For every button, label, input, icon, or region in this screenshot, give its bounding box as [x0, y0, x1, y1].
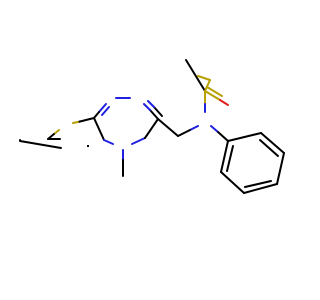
s-o-double-bond-1a	[204, 90, 221, 101]
methyl-to-sulfur-bond	[185, 59, 206, 92]
c3-s-bond-a	[77, 117, 95, 123]
methanesulfonyl-group	[185, 59, 229, 113]
s-o-double-bond-1c	[206, 86, 223, 97]
s-o-double-bond-1b	[219, 99, 229, 106]
ketone-group	[19, 140, 62, 149]
triazole-bond-n2-c3b	[93, 111, 100, 119]
n-ch2-bond-a	[189, 125, 199, 131]
triazole-ring	[93, 97, 163, 177]
n-phenyl-bond-b	[217, 131, 229, 142]
phenyl-inner-bond-1	[259, 139, 279, 157]
phenyl-bond-5	[220, 171, 245, 194]
triazole-bond-c5-n1b	[143, 103, 151, 111]
n-phenyl-bond-a	[210, 125, 219, 133]
triazole-double-n2-c3a	[101, 106, 110, 116]
sulfonamide-connections	[177, 125, 229, 142]
triazole-double-c5-n1a	[153, 106, 163, 117]
ch2-carbonyl-bond	[19, 140, 62, 149]
c3-s-bond-b	[72, 121, 79, 124]
triazole-bond-n4-c5a	[131, 137, 146, 145]
thioether-linker	[47, 117, 95, 140]
phenyl-inner-bond-3	[226, 145, 234, 172]
phenyl-bond-4	[243, 183, 278, 194]
triazole-bond-n4-c5b	[144, 118, 159, 139]
s-o-double-bond-2b	[197, 75, 211, 81]
ch2-triazole-bond	[157, 118, 179, 137]
n-ch2-bond-b	[177, 129, 191, 137]
phenyl-inner-bond-2	[244, 180, 272, 188]
triazole-bond-c3-n4b	[103, 139, 114, 145]
triazole-bond-c3-n4a	[93, 117, 105, 141]
triazole-double-c5-n1b	[147, 100, 155, 108]
phenyl-ring	[220, 132, 285, 194]
phenyl-bond-6	[220, 140, 229, 173]
s-o-double-bond-2a	[204, 79, 211, 92]
s-ch2-bond-a	[53, 129, 60, 135]
molecule-canvas	[19, 59, 285, 194]
phenyl-bond-2	[260, 132, 285, 154]
structure-diagram	[19, 59, 285, 194]
phenyl-bond-3	[276, 152, 285, 185]
triazole-bond-c5-n1a	[149, 109, 159, 120]
phenyl-bond-1	[227, 132, 262, 142]
triazole-bond-n2-c3a	[98, 103, 107, 113]
